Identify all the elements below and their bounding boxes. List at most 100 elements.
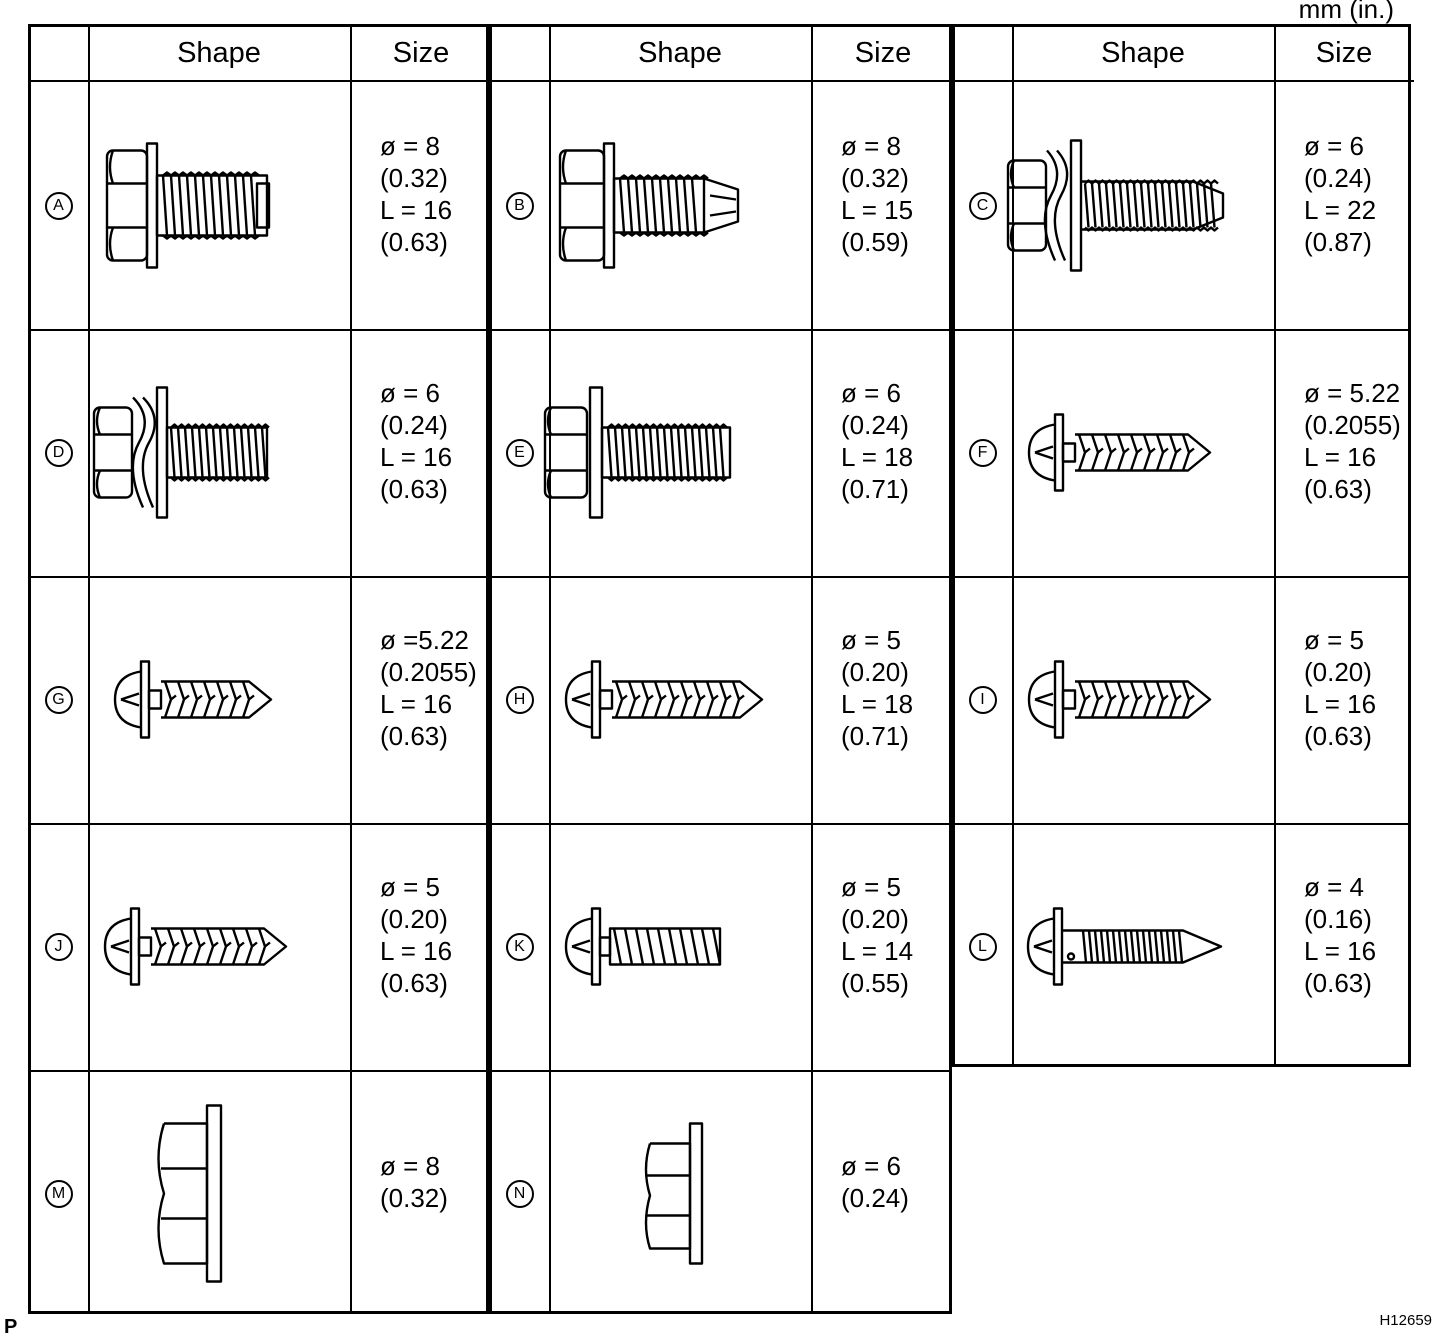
shape-cell (549, 82, 811, 329)
item-letter: N (505, 1179, 534, 1208)
size-line: (0.20) (380, 903, 448, 934)
shape-cell (549, 576, 811, 823)
item-letter-cell: G (31, 576, 86, 823)
size-cell: ø = 6(0.24)L = 22(0.87) (1304, 130, 1414, 258)
shape-cell (549, 823, 811, 1070)
item-letter-cell: H (492, 576, 547, 823)
size-line: ø = 6 (841, 377, 901, 408)
hex-bolt-flat-washer-icon (543, 386, 732, 519)
shape-cell (88, 329, 350, 576)
row-divider (492, 576, 949, 578)
size-line: ø = 6 (1304, 130, 1364, 161)
item-letter: B (505, 191, 534, 220)
size-line: (0.24) (1304, 162, 1372, 193)
flange-nut-small-icon (644, 1122, 704, 1265)
size-line: L = 16 (1304, 935, 1377, 966)
item-letter: L (968, 932, 997, 961)
item-letter: A (44, 191, 73, 220)
item-letter-cell: A (31, 82, 86, 329)
size-line: (0.16) (1304, 903, 1372, 934)
size-cell: ø = 6(0.24)L = 18(0.71) (841, 377, 955, 505)
size-line: L = 16 (380, 935, 453, 966)
size-cell: ø =5.22(0.2055)L = 16(0.63) (380, 624, 492, 752)
column-divider (350, 27, 352, 1311)
size-line: L = 16 (380, 688, 453, 719)
size-line: ø = 5.22 (1304, 377, 1401, 408)
size-line: ø = 6 (841, 1150, 901, 1181)
pan-head-tapping-screw-icon (1027, 413, 1212, 492)
shape-cell (1006, 82, 1274, 329)
row-divider (31, 1070, 486, 1072)
size-line: (0.87) (1304, 226, 1372, 257)
size-line: ø = 6 (380, 377, 440, 408)
size-cell: ø = 8(0.32)L = 16(0.63) (380, 130, 492, 258)
row-divider (492, 823, 949, 825)
pan-head-screw-blunt-icon (564, 907, 722, 986)
size-line: (0.24) (841, 1182, 909, 1213)
column-divider (811, 27, 813, 1311)
item-letter: K (505, 932, 534, 961)
size-line: L = 18 (841, 688, 914, 719)
size-cell: ø = 5(0.20)L = 16(0.63) (380, 871, 492, 999)
size-line: ø = 8 (841, 130, 901, 161)
size-line: (0.32) (380, 1182, 448, 1213)
item-letter: M (44, 1179, 73, 1208)
size-line: (0.24) (841, 409, 909, 440)
size-line: (0.32) (841, 162, 909, 193)
hex-bolt-washer-tapping-icon (1006, 139, 1225, 272)
item-letter-cell: E (492, 329, 547, 576)
item-letter-cell: C (955, 82, 1010, 329)
item-letter-cell: B (492, 82, 547, 329)
row-divider (31, 576, 486, 578)
pan-head-tapping-screw-icon (103, 907, 288, 986)
row-divider (492, 1070, 949, 1072)
size-cell: ø = 6(0.24) (841, 1150, 955, 1214)
shape-cell (549, 1070, 811, 1317)
figure-id: H12659 (1379, 1312, 1432, 1329)
item-letter-cell: M (31, 1070, 86, 1317)
item-letter: H (505, 685, 534, 714)
size-line: (0.20) (841, 656, 909, 687)
column-divider (1274, 27, 1276, 1064)
size-cell: ø = 5(0.20)L = 18(0.71) (841, 624, 955, 752)
size-line: (0.63) (1304, 967, 1372, 998)
size-cell: ø = 4(0.16)L = 16(0.63) (1304, 871, 1414, 999)
size-line: (0.24) (380, 409, 448, 440)
flange-hex-bolt-tapered-icon (558, 142, 740, 269)
size-cell: ø = 8(0.32) (380, 1150, 492, 1214)
row-divider (492, 329, 949, 331)
size-line: (0.59) (841, 226, 909, 257)
size-line: (0.2055) (380, 656, 477, 687)
size-line: (0.63) (380, 967, 448, 998)
shape-cell (1012, 576, 1274, 823)
shape-cell (1012, 823, 1274, 1070)
row-divider (955, 329, 1408, 331)
item-letter-cell: K (492, 823, 547, 1070)
item-letter-cell: L (955, 823, 1010, 1070)
pan-head-screw-fine-icon (1026, 907, 1223, 986)
size-line: (0.55) (841, 967, 909, 998)
shape-cell (1012, 329, 1274, 576)
item-letter: F (968, 438, 997, 467)
column-divider (549, 27, 551, 1311)
shape-header: Shape (1012, 27, 1274, 82)
shape-cell (88, 1070, 350, 1317)
item-letter-cell: D (31, 329, 86, 576)
column-divider (88, 27, 90, 1311)
size-line: L = 16 (380, 441, 453, 472)
row-divider (31, 823, 486, 825)
size-line: L = 16 (1304, 688, 1377, 719)
row-divider (955, 823, 1408, 825)
